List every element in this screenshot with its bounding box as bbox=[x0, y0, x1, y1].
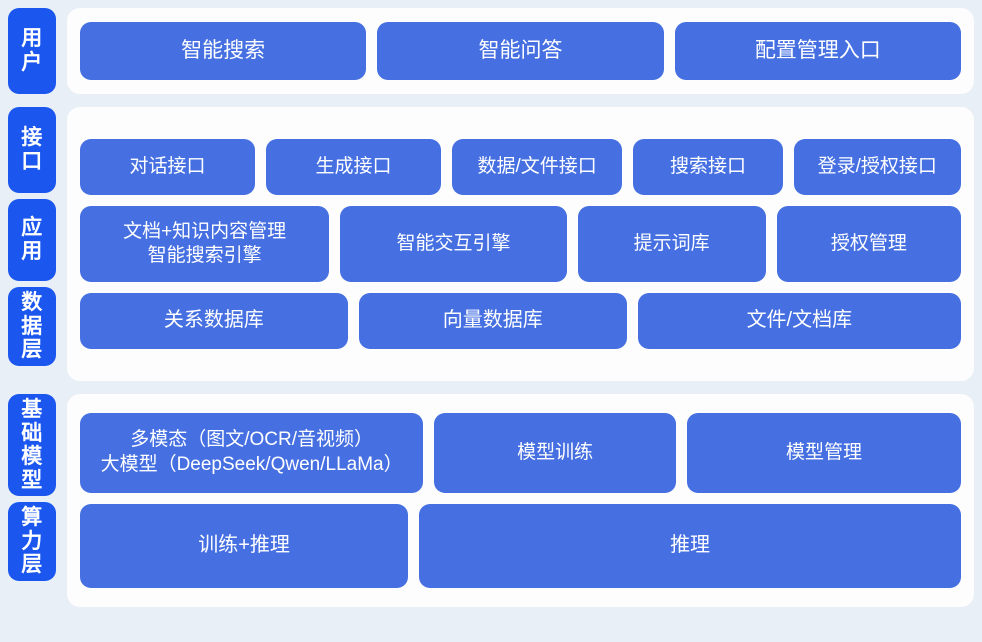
layer-tab-char: 模 bbox=[21, 445, 43, 469]
layer-tab-char: 接 bbox=[21, 126, 43, 150]
panel-middle: 对话接口生成接口数据/文件接口搜索接口登录/授权接口文档+知识内容管理 智能搜索… bbox=[67, 107, 974, 381]
node-generation-interface[interactable]: 生成接口 bbox=[265, 139, 441, 195]
node-training-inference[interactable]: 训练+推理 bbox=[80, 504, 409, 588]
row-compute: 训练+推理推理 bbox=[80, 504, 961, 588]
row-user-entries: 智能搜索智能问答配置管理入口 bbox=[80, 22, 961, 80]
layer-tab-application[interactable]: 应用 bbox=[8, 199, 56, 281]
panel-foundation: 多模态（图文/OCR/音视频） 大模型（DeepSeek/Qwen/LLaMa）… bbox=[67, 394, 974, 607]
band-foundation: 基础模型算力层多模态（图文/OCR/音视频） 大模型（DeepSeek/Qwen… bbox=[8, 394, 974, 607]
layer-tab-char: 数 bbox=[21, 291, 43, 314]
layer-tab-char: 力 bbox=[21, 529, 43, 553]
node-dialog-interface[interactable]: 对话接口 bbox=[80, 139, 255, 195]
node-model-management[interactable]: 模型管理 bbox=[686, 413, 962, 493]
layer-tab-compute-layer[interactable]: 算力层 bbox=[8, 502, 56, 581]
node-authorization-management[interactable]: 授权管理 bbox=[776, 206, 961, 282]
layer-tab-char: 型 bbox=[21, 468, 43, 492]
node-doc-knowledge-management[interactable]: 文档+知识内容管理 智能搜索引擎 bbox=[80, 206, 330, 282]
node-search-interface[interactable]: 搜索接口 bbox=[633, 139, 783, 195]
layer-tab-char: 口 bbox=[21, 150, 43, 173]
node-model-training[interactable]: 模型训练 bbox=[434, 413, 676, 493]
layer-tab-char: 户 bbox=[21, 51, 43, 74]
row-interface: 对话接口生成接口数据/文件接口搜索接口登录/授权接口 bbox=[80, 139, 961, 195]
layer-tab-char: 层 bbox=[21, 553, 43, 577]
layer-tab-data-layer[interactable]: 数据层 bbox=[8, 287, 56, 366]
layer-tab-char: 基 bbox=[21, 398, 43, 421]
node-inference[interactable]: 推理 bbox=[419, 504, 961, 588]
node-smart-search[interactable]: 智能搜索 bbox=[80, 22, 367, 80]
row-application: 文档+知识内容管理 智能搜索引擎智能交互引擎提示词库授权管理 bbox=[80, 206, 961, 282]
node-smart-interaction-engine[interactable]: 智能交互引擎 bbox=[340, 206, 567, 282]
layer-tab-char: 用 bbox=[21, 27, 43, 51]
layer-tab-column-user: 用户 bbox=[8, 8, 56, 94]
node-data-file-interface[interactable]: 数据/文件接口 bbox=[451, 139, 623, 195]
layer-tab-char: 用 bbox=[21, 240, 43, 263]
node-multimodal-llm[interactable]: 多模态（图文/OCR/音视频） 大模型（DeepSeek/Qwen/LLaMa） bbox=[80, 413, 424, 493]
node-vector-database[interactable]: 向量数据库 bbox=[358, 293, 627, 349]
layer-tab-foundation-model[interactable]: 基础模型 bbox=[8, 394, 56, 497]
row-dataset: 关系数据库向量数据库文件/文档库 bbox=[80, 293, 961, 349]
layer-tab-char: 础 bbox=[21, 421, 43, 445]
node-relational-database[interactable]: 关系数据库 bbox=[80, 293, 348, 349]
layer-tab-char: 算 bbox=[21, 506, 43, 530]
panel-user: 智能搜索智能问答配置管理入口 bbox=[67, 8, 974, 94]
node-file-document-store[interactable]: 文件/文档库 bbox=[637, 293, 961, 349]
node-config-management-entry[interactable]: 配置管理入口 bbox=[674, 22, 961, 80]
band-middle: 接口应用数据层对话接口生成接口数据/文件接口搜索接口登录/授权接口文档+知识内容… bbox=[8, 107, 974, 381]
layer-tab-char: 据 bbox=[21, 314, 43, 338]
node-prompt-library[interactable]: 提示词库 bbox=[577, 206, 766, 282]
layer-tab-user[interactable]: 用户 bbox=[8, 8, 56, 94]
layer-tab-column-foundation: 基础模型算力层 bbox=[8, 394, 56, 607]
layer-tab-column-middle: 接口应用数据层 bbox=[8, 107, 56, 381]
layer-tab-char: 应 bbox=[21, 216, 43, 240]
layer-tab-char: 层 bbox=[21, 338, 43, 362]
layer-tab-interface[interactable]: 接口 bbox=[8, 107, 56, 193]
band-user: 用户智能搜索智能问答配置管理入口 bbox=[8, 8, 974, 94]
row-models: 多模态（图文/OCR/音视频） 大模型（DeepSeek/Qwen/LLaMa）… bbox=[80, 413, 962, 493]
node-smart-qa[interactable]: 智能问答 bbox=[377, 22, 664, 80]
node-login-auth-interface[interactable]: 登录/授权接口 bbox=[793, 139, 961, 195]
